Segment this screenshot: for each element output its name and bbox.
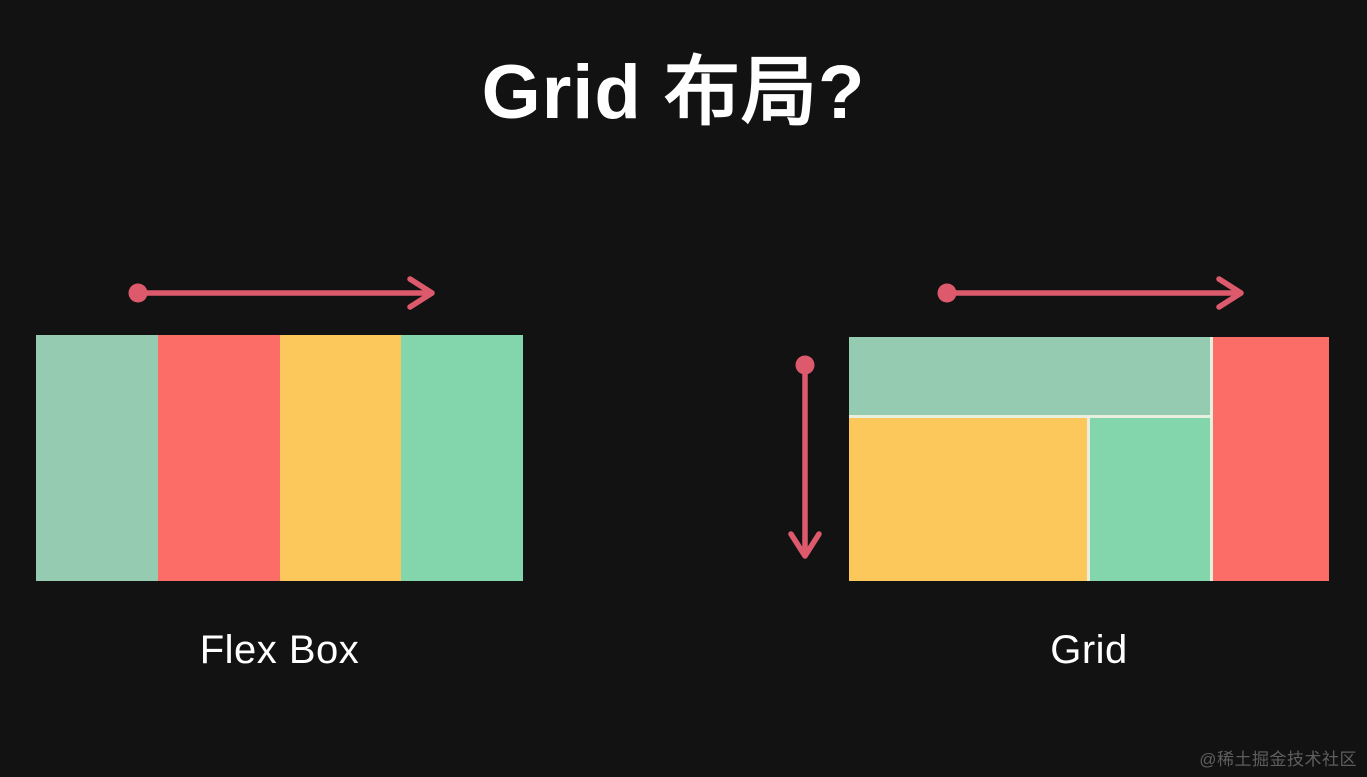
- grid-demo: [849, 337, 1329, 581]
- flex-main-axis-arrow-icon: [128, 276, 435, 310]
- grid-cell-aside: [1090, 418, 1210, 581]
- grid-label: Grid: [1050, 628, 1128, 672]
- grid-row-axis-arrow-icon: [788, 355, 822, 559]
- flex-item-1: [36, 335, 158, 581]
- flex-item-2: [157, 335, 280, 581]
- grid-cell-sidebar: [1213, 337, 1329, 581]
- flex-item-4: [401, 335, 523, 581]
- flexbox-demo: [36, 335, 523, 581]
- flexbox-label: Flex Box: [199, 628, 360, 672]
- grid-cell-main: [849, 418, 1087, 581]
- watermark: @稀土掘金技术社区: [1199, 750, 1357, 769]
- flex-item-3: [279, 335, 402, 581]
- grid-cell-header: [849, 337, 1210, 415]
- page-title: Grid 布局?: [481, 50, 866, 135]
- grid-column-axis-arrow-icon: [937, 276, 1244, 310]
